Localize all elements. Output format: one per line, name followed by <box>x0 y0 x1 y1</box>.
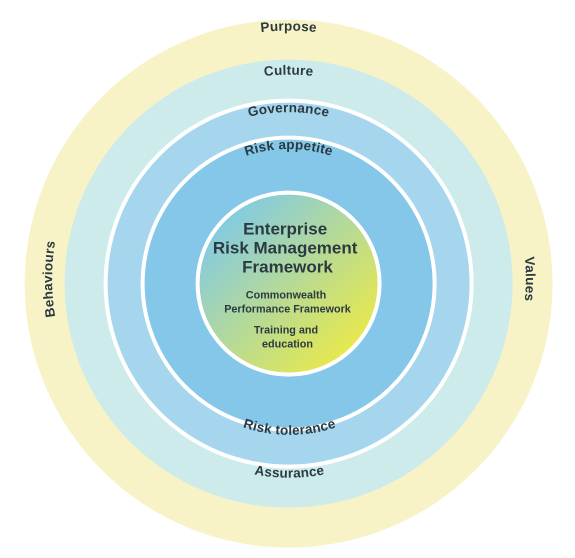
purpose-label: Purpose <box>260 19 318 36</box>
core-title-line: Enterprise <box>243 220 327 239</box>
core-sub-line: Commonwealth <box>246 290 326 302</box>
commonwealth-performance-framework-text: Commonwealth Performance Framework <box>224 290 352 316</box>
core-sub-line: Performance Framework <box>224 304 352 316</box>
core-title: Enterprise Risk Management Framework <box>213 220 362 277</box>
risk-tolerance-label: Risk tolerance <box>242 416 338 438</box>
training-education-text: Training and education <box>254 325 321 351</box>
culture-label: Culture <box>263 63 314 79</box>
core-circle <box>199 194 378 373</box>
assurance-label: Assurance <box>254 462 326 480</box>
core-sub-line: education <box>262 339 313 351</box>
behaviours-label: Behaviours <box>40 240 58 319</box>
governance-label: Governance <box>246 100 331 120</box>
core-title-line: Risk Management <box>213 239 358 258</box>
core-sub-line: Training and <box>254 325 318 337</box>
values-label: Values <box>522 256 538 302</box>
core-title-line: Framework <box>242 258 333 277</box>
